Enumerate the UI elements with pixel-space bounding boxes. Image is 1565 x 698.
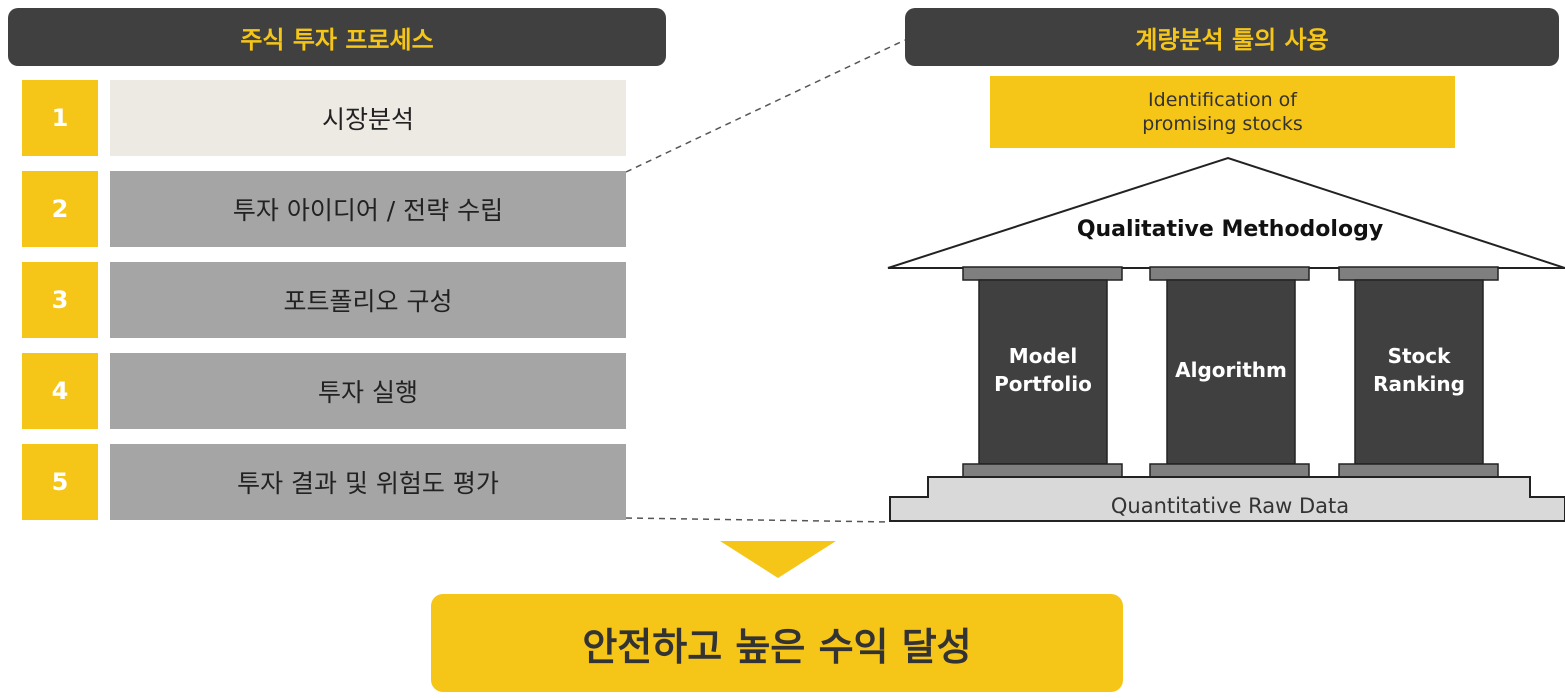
- pillar-capital: [962, 266, 1123, 281]
- pillar-2-line1: Algorithm: [1175, 358, 1287, 382]
- pillar-1-line1: Model: [1008, 344, 1078, 368]
- pillar-algorithm: [1166, 279, 1296, 465]
- pillar-1-line2: Portfolio: [994, 372, 1092, 396]
- step-number-1: 1: [22, 80, 98, 156]
- step-number-4: 4: [22, 353, 98, 429]
- left-header: 주식 투자 프로세스: [8, 8, 666, 66]
- pillar-3-line2: Ranking: [1373, 372, 1465, 396]
- base-label: Quantitative Raw Data: [1110, 494, 1350, 518]
- identification-line1: Identification of: [1148, 89, 1297, 111]
- temple-foundation: [889, 476, 1565, 522]
- step-label-2: 투자 아이디어 / 전략 수립: [110, 171, 626, 247]
- identification-line2: promising stocks: [1142, 113, 1303, 135]
- pillar-base: [1149, 463, 1310, 478]
- pillar-capital: [1149, 266, 1310, 281]
- pillar-stock-ranking: [1354, 279, 1484, 465]
- pillar-label-algorithm: Algorithm: [1160, 350, 1302, 390]
- identification-box: Identification of promising stocks: [990, 76, 1455, 148]
- result-box: 안전하고 높은 수익 달성: [431, 594, 1123, 692]
- connector-bottom-line: [625, 517, 891, 523]
- pillar-3-line1: Stock: [1387, 344, 1451, 368]
- pillar-base: [962, 463, 1123, 478]
- step-label-3: 포트폴리오 구성: [110, 262, 626, 338]
- step-number-5: 5: [22, 444, 98, 520]
- roof-label: Qualitative Methodology: [1076, 217, 1384, 242]
- step-label-5: 투자 결과 및 위험도 평가: [110, 444, 626, 520]
- step-number-2: 2: [22, 171, 98, 247]
- step-number-3: 3: [22, 262, 98, 338]
- pillar-label-model-portfolio: Model Portfolio: [979, 330, 1107, 410]
- right-header: 계량분석 툴의 사용: [905, 8, 1559, 66]
- step-label-1: 시장분석: [110, 80, 626, 156]
- temple-roof: [887, 156, 1565, 269]
- step-label-4: 투자 실행: [110, 353, 626, 429]
- pillar-base: [1338, 463, 1499, 478]
- pillar-capital: [1338, 266, 1499, 281]
- connector-top-line: [625, 39, 906, 173]
- pillar-label-stock-ranking: Stock Ranking: [1355, 330, 1483, 410]
- down-arrow-icon: [720, 541, 836, 578]
